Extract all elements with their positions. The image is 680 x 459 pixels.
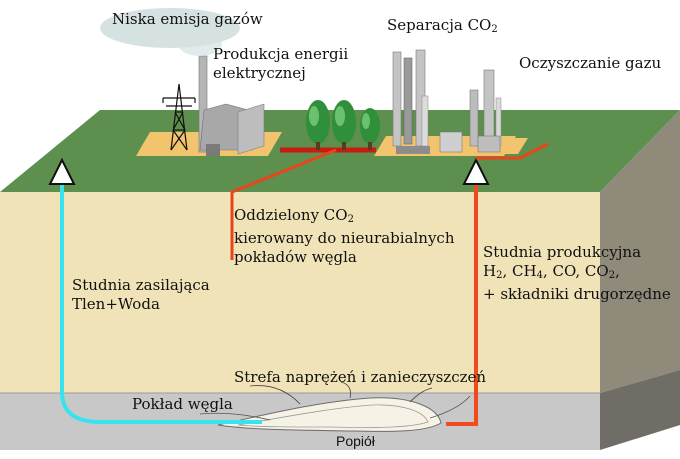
separation-tower	[403, 57, 413, 145]
co2-separation-label: Separacja CO2	[387, 16, 498, 35]
stress-zone-fracture	[199, 412, 271, 421]
power-pylon-icon	[162, 83, 196, 151]
tree-icon	[360, 108, 380, 150]
power-plant-annex	[206, 144, 220, 156]
separated-co2-label: Oddzielony CO2 kierowany do nieurabialny…	[234, 206, 455, 266]
low-emission-label: Niska emisja gazów	[112, 10, 263, 28]
soil-front-face	[0, 192, 600, 393]
stress-zone-fracture	[340, 381, 351, 399]
stress-zone-fracture	[429, 395, 471, 419]
separation-tank	[439, 131, 463, 153]
cleaning-tower	[483, 69, 495, 147]
injection-well-pipe	[60, 184, 262, 424]
tree-icon	[306, 100, 330, 150]
gas-return-pipe	[476, 142, 549, 160]
injection-well-label: Studnia zasilająca Tlen+Woda	[72, 276, 210, 313]
injection-well-arrow	[48, 157, 76, 185]
production-well-label: Studnia produkcyjna H2, CH4, CO, CO2, + …	[483, 243, 671, 303]
gas-cleaning-label: Oczyszczanie gazu	[519, 54, 662, 72]
ash-cavity	[217, 397, 442, 432]
cleaning-tower	[469, 89, 479, 147]
stress-zone-fracture	[249, 385, 301, 405]
co2-injection-pipe	[230, 148, 337, 260]
coal-seam-label: Pokład węgla	[132, 395, 233, 413]
tree-icon	[332, 100, 356, 150]
stress-zone-fracture	[409, 387, 433, 403]
cleaning-unit	[477, 135, 501, 153]
coal-seam-side	[600, 370, 680, 450]
soil-side-face	[600, 110, 680, 393]
separation-column	[421, 95, 429, 147]
power-production-label: Produkcja energii elektrycznej	[213, 45, 349, 82]
separation-base	[396, 146, 430, 154]
power-plant-chimney	[198, 55, 208, 153]
ash-inner-outline	[237, 404, 429, 428]
power-plant-hall	[237, 103, 265, 155]
separation-tower	[392, 51, 402, 147]
stress-zone-label: Strefa naprężeń i zanieczyszczeń	[234, 368, 487, 386]
emission-smoke	[178, 32, 222, 56]
production-well-pipe	[446, 184, 478, 426]
production-well-arrow	[462, 157, 490, 185]
ash-label: Popiół	[336, 433, 375, 449]
